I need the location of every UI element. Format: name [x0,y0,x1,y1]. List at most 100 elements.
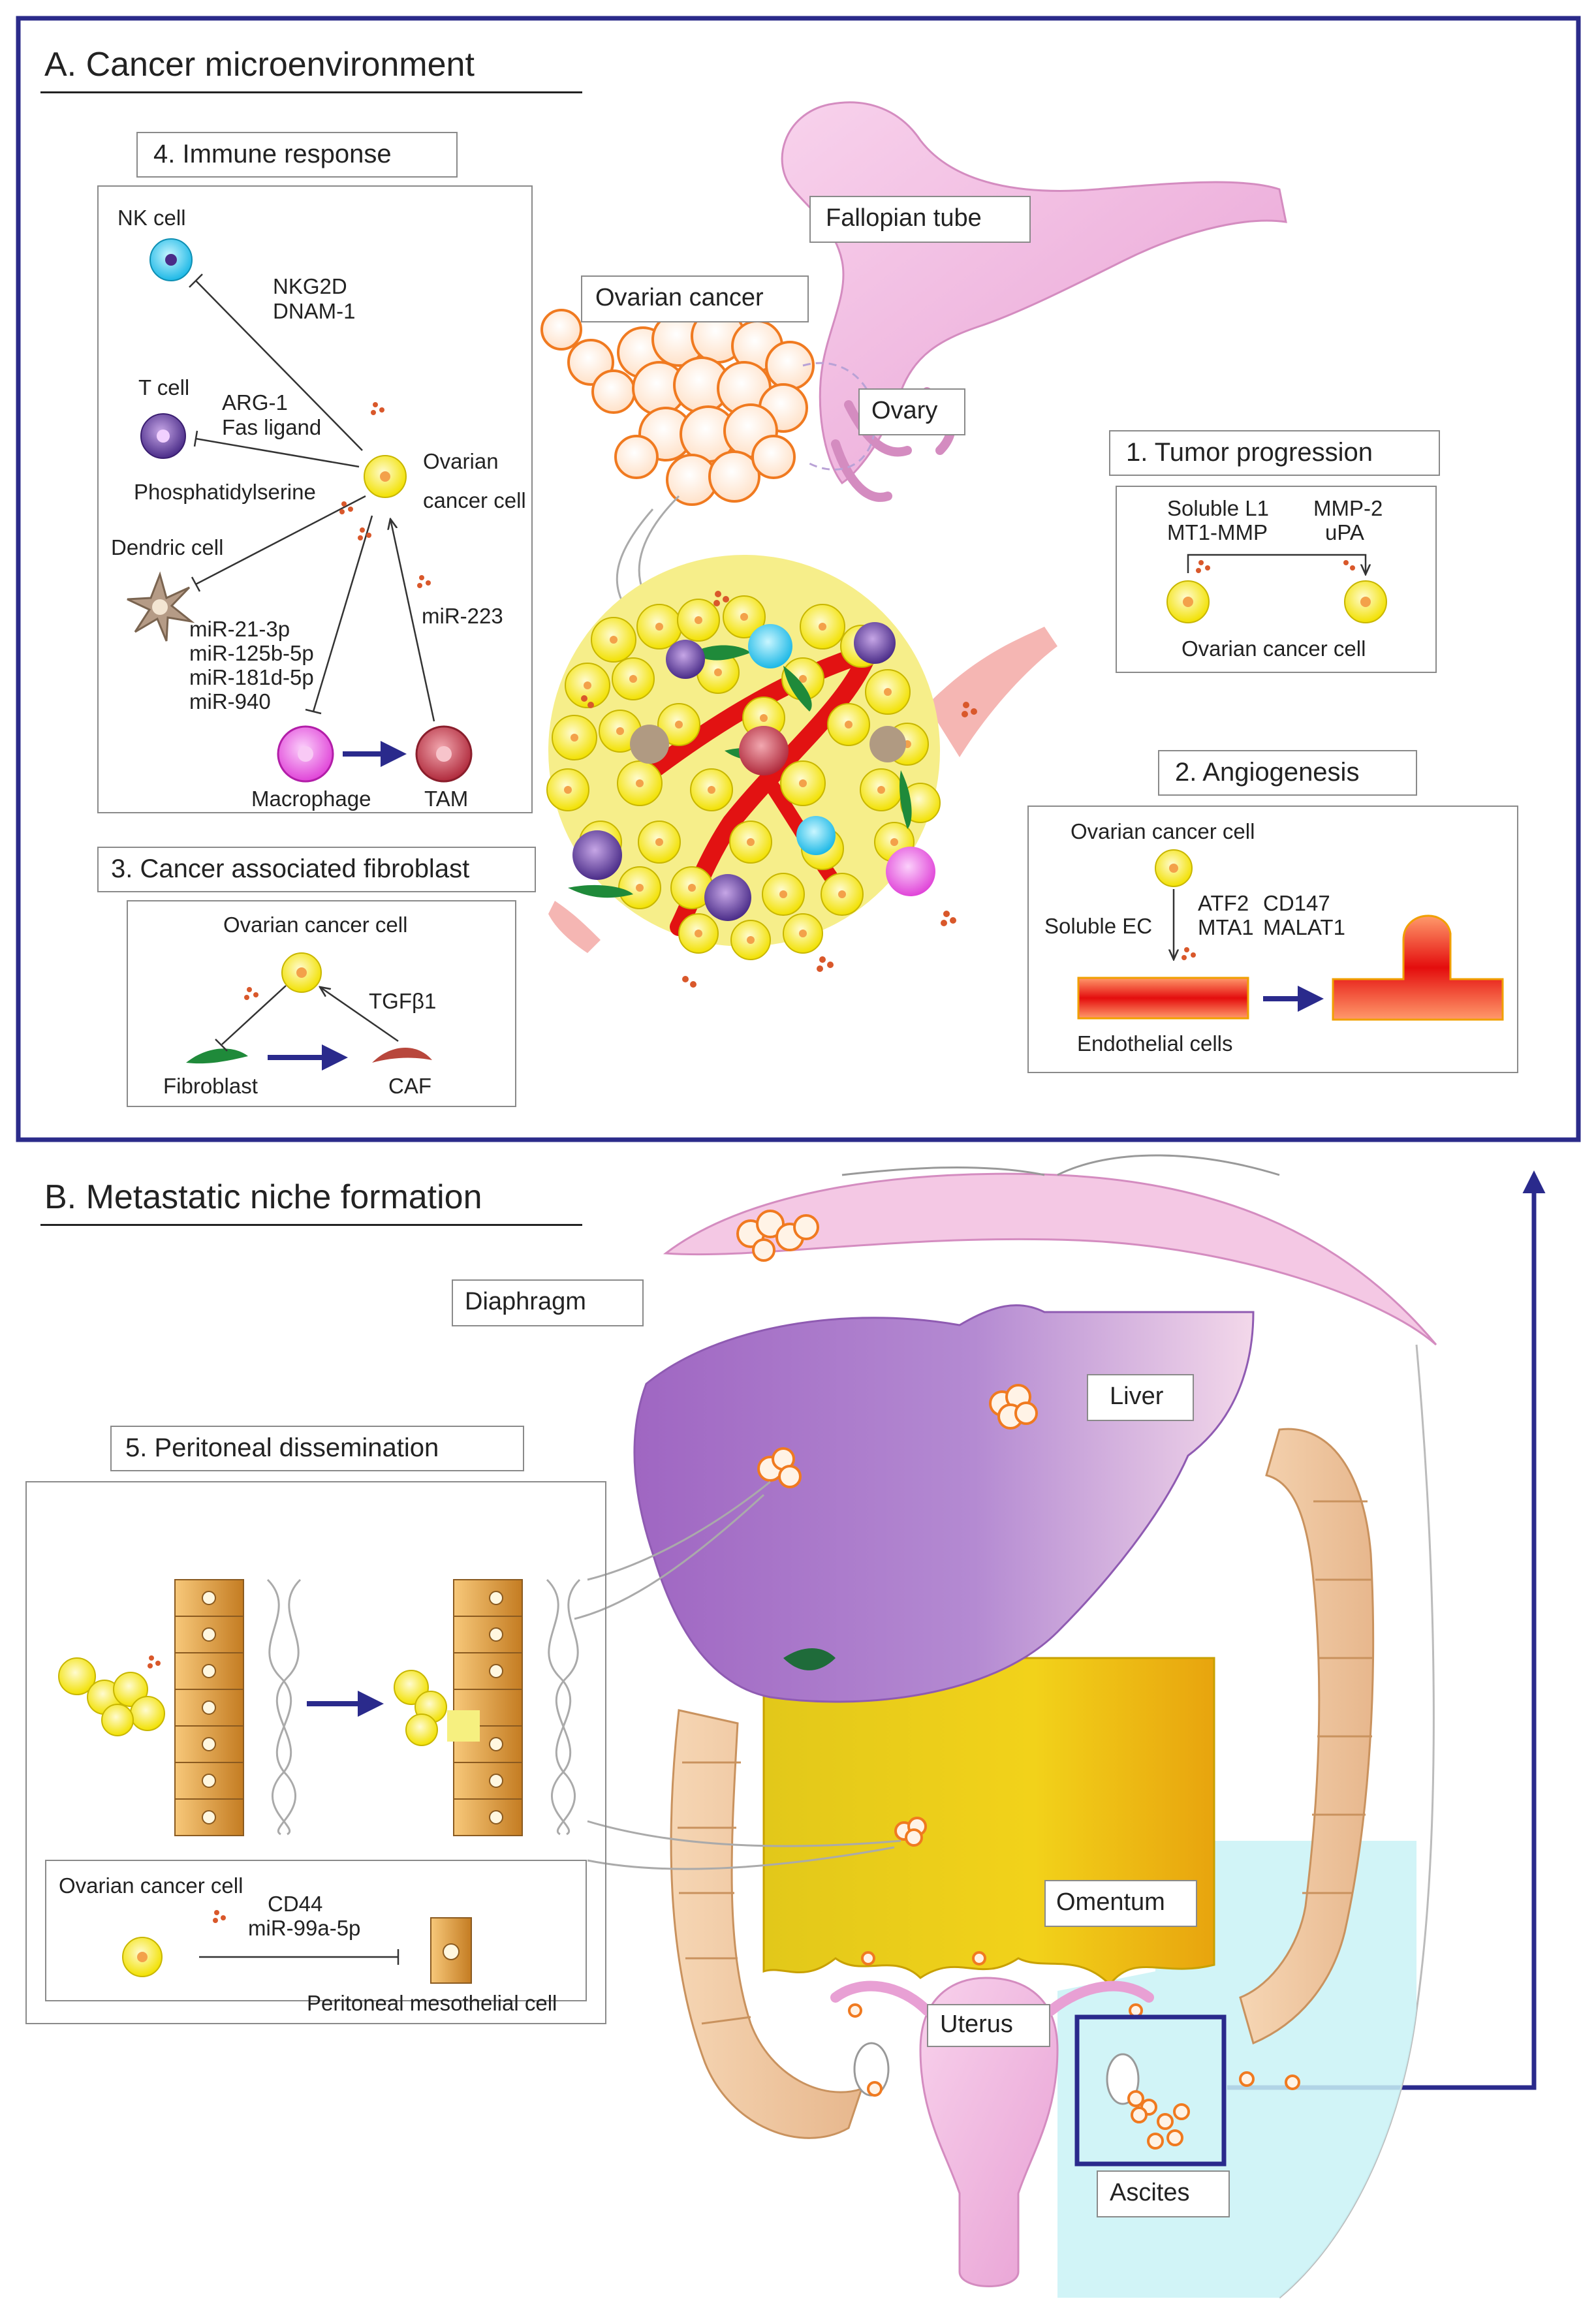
tumor-fibroblasts [568,645,912,898]
mmp2-label: MMP-2 [1313,496,1383,520]
liver-shape [633,1304,1255,1703]
caf-exosome-dots [244,987,258,1000]
mir223-label: miR-223 [422,604,503,628]
section-a-underline [40,91,582,93]
tcell-label: T cell [138,375,190,399]
mesothelium-gap [447,1710,480,1742]
immune-inhibition-lines [189,274,435,722]
right-ovary-shape [1106,2053,1140,2105]
uterine-tubes [830,1980,1154,2016]
progression-panel [1116,486,1437,673]
progression-title-box [1109,430,1440,476]
angio-panel [1027,806,1518,1073]
fibroblast-label: Fibroblast [163,1074,258,1098]
diaphragm-label: Diaphragm [465,1288,586,1315]
peritoneal-cancer-cells [58,1657,447,1746]
mt1mmp-label: MT1-MMP [1167,520,1268,544]
angio-title: 2. Angiogenesis [1175,758,1360,787]
fibroblast-icon [186,1048,248,1064]
cd147-label: CD147 [1263,891,1330,915]
immune-title: 4. Immune response [153,140,392,168]
immune-exosome-dots [339,402,431,588]
mir940-label: miR-940 [189,689,271,713]
immune-title-box [136,132,458,178]
progression-bracket [1187,554,1366,574]
angio-exosome-dots [1181,947,1196,960]
ovarian-cancer-label-box [581,275,809,322]
immune-ovarian-nucleus-icon [380,471,390,482]
caf-lines [215,985,399,1052]
liver-label: Liver [1110,1383,1164,1410]
progression-title: 1. Tumor progression [1126,438,1373,467]
ovary-outline [802,362,877,471]
section-b-title: B. Metastatic niche formation [44,1178,482,1216]
peritoneal-panel [25,1481,606,2024]
nk-nucleus-icon [165,254,177,266]
immune-cancer-cell-label: cancer cell [423,488,526,512]
peritoneal-wavy-lines [266,1578,581,1836]
caf-ovarian-nucleus-icon [296,967,307,978]
peritoneal-legend-box [45,1860,587,2001]
peritoneal-exosome-dots [148,1655,226,1923]
mir181-label: miR-181d-5p [189,665,314,689]
uterus-label-box [927,2004,1050,2047]
fallopian-label-box [809,196,1031,243]
mta1-label: MTA1 [1198,915,1254,939]
tumor-immune-cells [572,622,935,921]
omentum-label-box [1044,1880,1197,1927]
peritoneal-zoom-lines [574,1480,901,1870]
legend-ovarian-nucleus-icon [137,1952,148,1962]
tcell-nucleus-icon [157,430,170,443]
gallbladder-shape [783,1648,836,1670]
dendric-label: Dendric cell [111,535,224,559]
angio-nucleus-icon [1169,864,1178,873]
ascites-label-box [1097,2170,1230,2217]
metastatic-deposits [736,1210,1300,2150]
progression-exosome-dots [1196,560,1355,573]
soluble-ec-label: Soluble EC [1044,914,1153,938]
liver-label-box [1087,1374,1194,1421]
peritoneal-title: 5. Peritoneal dissemination [125,1433,439,1462]
macrophage-label: Macrophage [251,787,371,811]
fas-label: Fas ligand [222,415,322,439]
tumor-yellow-nuclei [564,613,911,944]
caf-cell-icon [372,1047,432,1063]
nk-cell-label: NK cell [117,206,186,230]
omentum-shape [762,1657,1215,1986]
colon-left [670,1709,864,2139]
diaphragm-label-box [452,1279,644,1326]
caf-label: CAF [388,1074,431,1098]
caf-cell-label: Ovarian cancer cell [223,913,408,937]
caf-title: 3. Cancer associated fibroblast [111,854,470,883]
immune-panel [97,185,533,813]
omentum-label: Omentum [1056,1888,1165,1916]
tumor-exosome-dots [581,591,977,988]
progression-nucleus-right-icon [1360,597,1371,607]
mir21-label: miR-21-3p [189,617,290,641]
mesothelium-nuclei [202,1591,503,1824]
uterus-shape [919,1977,1059,2287]
immune-ovarian-label: Ovarian [423,449,499,473]
mesothelium-left [174,1579,244,1836]
legend-mesothelial-nucleus-icon [443,1943,460,1960]
mir125-label: miR-125b-5p [189,641,314,665]
progression-nucleus-left-icon [1183,597,1193,607]
ovary-label-box [858,388,965,435]
macrophage-nucleus-icon [298,746,313,762]
diaphragm-shape [663,1172,1437,1346]
colon-right [1239,1428,1375,2045]
ovarian-cancer-label: Ovarian cancer [595,284,764,311]
ascites-label: Ascites [1110,2179,1190,2206]
colon-haustra [678,1500,1373,2025]
atf2-label: ATF2 [1198,891,1249,915]
uterus-label: Uterus [940,2011,1013,2038]
tam-nucleus-icon [436,746,452,762]
dendritic-cell-icon [127,571,195,642]
section-b-underline [40,1224,582,1226]
arg1-label: ARG-1 [222,390,288,415]
endothelial-label: Endothelial cells [1077,1031,1233,1056]
ascites-zoom-box [1074,2014,1227,2167]
ovarian-cancer-cluster [540,309,815,506]
peritoneal-title-box [110,1426,524,1471]
dnam-label: DNAM-1 [273,299,356,323]
